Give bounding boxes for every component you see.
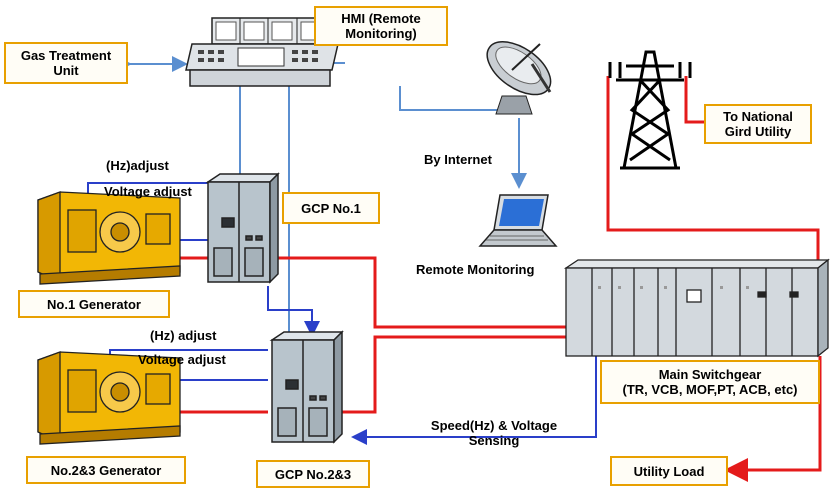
gas-treatment-line1: Gas Treatment	[20, 48, 112, 63]
hmi-label-line1: HMI (Remote	[341, 11, 421, 26]
generator-icon-1	[37, 191, 181, 285]
voltage-adjust-2: Voltage adjust	[138, 352, 226, 367]
by-internet-label: By Internet	[424, 152, 492, 167]
switchgear-icon	[563, 258, 830, 358]
hmi-dish-link	[399, 86, 510, 111]
main-switchgear-label: Main Switchgear (TR, VCB, MOF,PT, ACB, e…	[600, 360, 820, 404]
control-panel-icon-2	[269, 330, 344, 444]
hz-adjust-2: (Hz) adjust	[150, 328, 217, 343]
switchgear-utility-load	[724, 356, 822, 482]
gcp1-gcp23-link	[267, 286, 320, 337]
speed-sensing-label: Speed(Hz) & Voltage Sensing	[412, 418, 576, 448]
power-lines	[180, 76, 822, 482]
gcp-no23-label: GCP No.2&3	[256, 460, 370, 488]
to-national-line1: To National	[723, 109, 793, 124]
gcp-no1-label: GCP No.1	[282, 192, 380, 224]
speed-sensing-line1: Speed(Hz) & Voltage	[430, 418, 558, 433]
laptop-icon	[478, 194, 558, 247]
no1-generator-label: No.1 Generator	[18, 290, 170, 318]
gas-treatment-line2: Unit	[53, 63, 79, 78]
gcp1-switchgear-power	[274, 256, 572, 329]
tower-national-link	[684, 76, 704, 124]
main-switchgear-line1: Main Switchgear	[658, 367, 762, 382]
satellite-dish-icon	[486, 41, 552, 115]
gcp23-switchgear-power	[340, 335, 572, 414]
speed-sensing-line2: Sensing	[468, 433, 520, 448]
hmi-label: HMI (Remote Monitoring)	[314, 6, 448, 46]
to-national-line2: Gird Utility	[724, 124, 792, 139]
speed-voltage-sensing	[351, 356, 597, 445]
utility-load-label: Utility Load	[610, 456, 728, 486]
remote-monitoring-label: Remote Monitoring	[416, 262, 535, 277]
transmission-tower-icon	[608, 50, 692, 170]
control-panel-icon-1	[205, 172, 280, 284]
main-switchgear-line2: (TR, VCB, MOF,PT, ACB, etc)	[622, 382, 798, 397]
control-lines	[80, 182, 597, 445]
generator-icon-2	[37, 351, 181, 445]
gas-treatment-label: Gas Treatment Unit	[4, 42, 128, 84]
hz-adjust-1: (Hz)adjust	[106, 158, 169, 173]
hmi-label-line2: Monitoring)	[345, 26, 417, 41]
to-national-label: To National Gird Utility	[704, 104, 812, 144]
no23-generator-label: No.2&3 Generator	[26, 456, 186, 484]
hmi-console-icon	[185, 17, 339, 87]
voltage-adjust-1: Voltage adjust	[104, 184, 192, 199]
tower-switchgear-power	[606, 76, 820, 262]
